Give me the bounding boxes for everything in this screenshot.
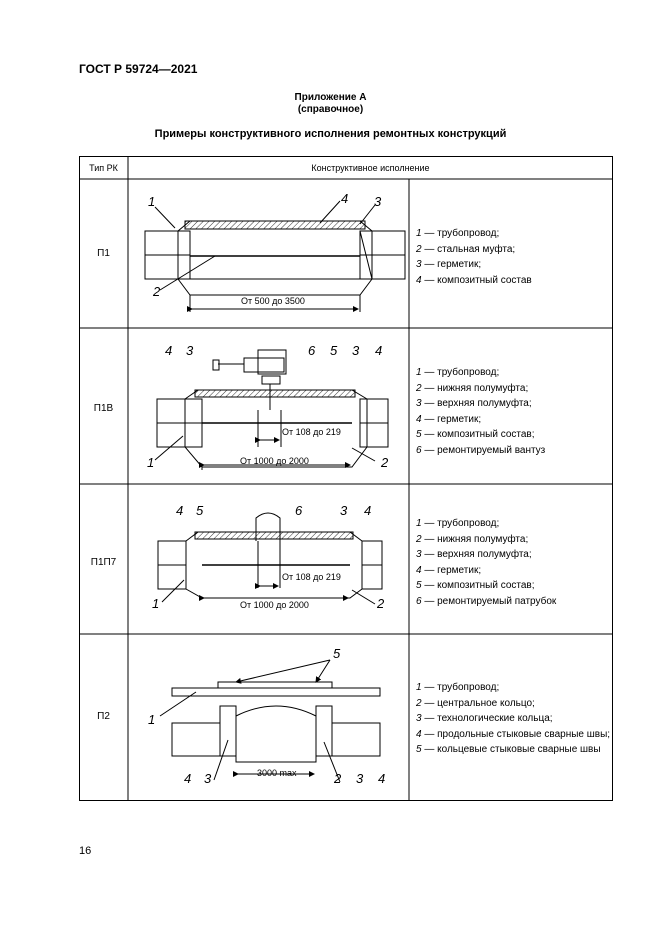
legend-item: 4 — продольные стыковые сварные швы; bbox=[416, 728, 611, 740]
column-header-type: Тип РК bbox=[89, 163, 118, 173]
legend-item: 4 — композитный состав bbox=[416, 274, 532, 286]
p1-callout-3: 3 bbox=[374, 194, 382, 209]
drawing-p1v bbox=[154, 349, 389, 470]
legend-item: 2 — нижняя полумуфта; bbox=[416, 382, 529, 394]
p2-callout-3b: 3 bbox=[356, 771, 364, 786]
p2-callout-4a: 4 bbox=[184, 771, 192, 786]
p1-dimension: От 500 до 3500 bbox=[241, 296, 305, 306]
legend-item: 5 — композитный состав; bbox=[416, 429, 535, 440]
p1v-callout-6: 6 bbox=[308, 343, 316, 358]
row-type-p1v: П1В bbox=[93, 403, 114, 414]
p1p7-dimension: От 1000 до 2000 bbox=[240, 600, 309, 610]
legend-item: 5 — композитный состав; bbox=[416, 580, 535, 591]
p2-callout-2: 2 bbox=[334, 771, 342, 786]
legend-item: 2 — стальная муфта; bbox=[416, 243, 516, 255]
p1v-callout-3a: 3 bbox=[186, 343, 194, 358]
row-type-p1p7: П1П7 bbox=[90, 557, 117, 568]
table-caption: Примеры конструктивного исполнения ремон… bbox=[154, 128, 507, 140]
legend-item: 5 — кольцевые стыковые сварные швы bbox=[416, 744, 601, 755]
p1-callout-1: 1 bbox=[148, 194, 156, 209]
page-number: 16 bbox=[79, 845, 92, 857]
legend-p1: 1 — трубопровод; 2 — стальная муфта; 3 —… bbox=[416, 226, 532, 288]
p1v-callout-1: 1 bbox=[147, 455, 155, 470]
row-type-p1: П1 bbox=[97, 248, 110, 259]
legend-item: 3 — верхняя полумуфта; bbox=[416, 398, 532, 409]
p2-callout-3a: 3 bbox=[204, 771, 212, 786]
legend-item: 6 — ремонтируемый вантуз bbox=[416, 444, 546, 456]
p1p7-callout-2: 2 bbox=[377, 596, 385, 611]
p1p7-dim-inner: От 108 до 219 bbox=[282, 572, 341, 582]
p1-callout-4: 4 bbox=[341, 191, 349, 206]
p1p7-callout-6: 6 bbox=[295, 503, 303, 518]
legend-p1p7: 1 — трубопровод; 2 — нижняя полумуфта; 3… bbox=[416, 516, 556, 609]
row-type-p2: П2 bbox=[97, 711, 110, 722]
legend-item: 2 — нижняя полумуфта; bbox=[416, 533, 529, 545]
legend-item: 6 — ремонтируемый патрубок bbox=[416, 595, 557, 607]
legend-p1v: 1 — трубопровод; 2 — нижняя полумуфта; 3… bbox=[416, 365, 545, 458]
p1p7-callout-4b: 4 bbox=[364, 503, 372, 518]
p2-dimension: 3000 max bbox=[257, 768, 297, 778]
table-grid bbox=[79, 156, 613, 801]
legend-item: 2 — центральное кольцо; bbox=[416, 697, 535, 709]
legend-p2: 1 — трубопровод; 2 — центральное кольцо;… bbox=[416, 680, 610, 758]
p2-callout-5: 5 bbox=[333, 646, 341, 661]
repair-structures-table: Тип РК Конструктивное исполнение П1 П1В … bbox=[79, 156, 613, 801]
p1p7-callout-3: 3 bbox=[340, 503, 348, 518]
appendix-subtitle: (справочное) bbox=[297, 104, 364, 115]
drawing-p1 bbox=[144, 200, 406, 312]
p1v-callout-2: 2 bbox=[381, 455, 389, 470]
legend-item: 3 — герметик; bbox=[416, 259, 482, 270]
p1v-dimension: От 1000 до 2000 bbox=[240, 456, 309, 466]
legend-item: 3 — верхняя полумуфта; bbox=[416, 549, 532, 560]
document-code: ГОСТ Р 59724—2021 bbox=[79, 62, 198, 76]
p1-callout-2: 2 bbox=[153, 284, 161, 299]
legend-item: 4 — герметик; bbox=[416, 564, 482, 576]
drawing-p2 bbox=[159, 659, 381, 783]
p1p7-callout-1: 1 bbox=[152, 596, 160, 611]
legend-item: 1 — трубопровод; bbox=[416, 228, 500, 239]
legend-item: 4 — герметик; bbox=[416, 413, 482, 425]
p1v-dim-inner: От 108 до 219 bbox=[282, 427, 341, 437]
legend-item: 1 — трубопровод; bbox=[416, 682, 500, 693]
column-header-design: Конструктивное исполнение bbox=[311, 163, 430, 173]
appendix-title: Приложение А bbox=[294, 92, 367, 103]
legend-item: 3 — технологические кольца; bbox=[416, 713, 553, 724]
p1v-callout-4a: 4 bbox=[165, 343, 173, 358]
p1p7-callout-5: 5 bbox=[196, 503, 204, 518]
legend-item: 1 — трубопровод; bbox=[416, 518, 500, 529]
p1v-callout-4b: 4 bbox=[375, 343, 383, 358]
drawing-p1p7 bbox=[157, 512, 383, 605]
p1p7-callout-4a: 4 bbox=[176, 503, 184, 518]
p1v-callout-5: 5 bbox=[330, 343, 338, 358]
p2-callout-4b: 4 bbox=[378, 771, 386, 786]
p2-callout-1: 1 bbox=[148, 712, 156, 727]
p1v-callout-3b: 3 bbox=[352, 343, 360, 358]
legend-item: 1 — трубопровод; bbox=[416, 367, 500, 378]
